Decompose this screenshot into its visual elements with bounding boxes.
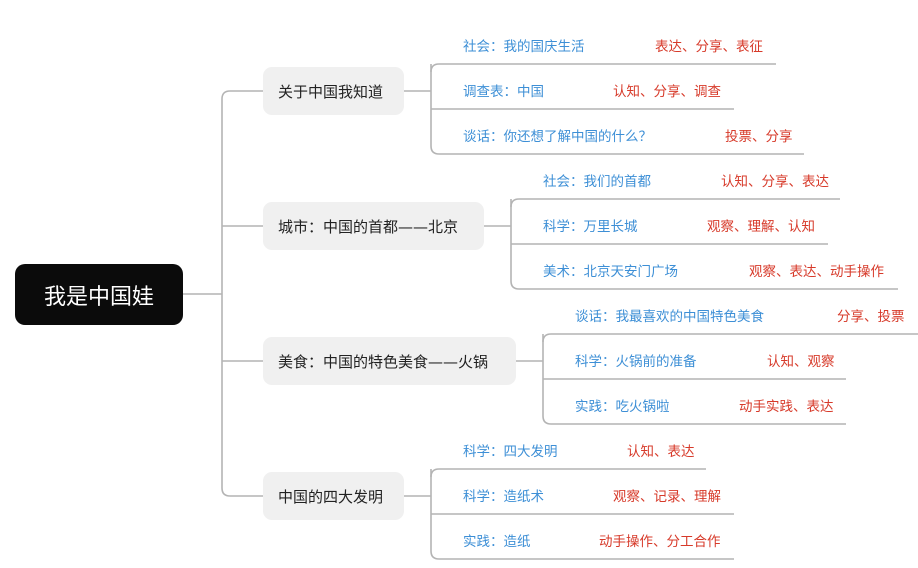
leaf-skills: 认知、分享、表达 [721,174,829,190]
leaf-topic: 美术：北京天安门广场 [543,264,678,280]
root-node: 我是中国娃 [15,264,183,325]
leaf-skills: 认知、表达 [627,444,695,460]
leaf-skills: 认知、分享、调查 [613,84,721,100]
leaf-underline [510,280,898,290]
leaf-topic: 谈话：你还想了解中国的什么？ [463,129,652,145]
leaf-skills: 观察、理解、认知 [707,219,815,235]
branch-node-china-knowledge: 关于中国我知道 [263,67,404,115]
leaf-underline [430,468,706,478]
leaf-topic: 谈话：我最喜欢的中国特色美食 [575,309,764,325]
leaf-topic: 社会：我的国庆生活 [463,39,585,55]
leaf-skills: 动手实践、表达 [739,399,834,415]
leaf-topic: 科学：造纸术 [463,489,544,505]
leaf-topic: 科学：万里长城 [543,219,638,235]
leaf-skills: 投票、分享 [725,129,793,145]
branch-label: 美食：中国的特色美食——火锅 [278,352,489,371]
leaf-underline [430,63,776,73]
leaf-topic: 科学：火锅前的准备 [575,354,697,370]
branch-label: 关于中国我知道 [278,82,384,101]
branch-connector [221,90,263,100]
leaf-topic: 实践：吃火锅啦 [575,399,670,415]
leaf-topic: 调查表：中国 [463,84,544,100]
leaf-skills: 表达、分享、表征 [655,39,763,55]
leaf-underline [430,550,734,560]
branch-node-hotpot: 美食：中国的特色美食——火锅 [263,337,516,385]
branch-node-four-inventions: 中国的四大发明 [263,472,404,520]
branch-label: 中国的四大发明 [278,487,384,506]
leaf-skills: 观察、记录、理解 [613,489,721,505]
leaf-topic: 科学：四大发明 [463,444,558,460]
leaf-skills: 分享、投票 [837,309,905,325]
leaf-underline [430,145,804,155]
branch-label: 城市：中国的首都——北京 [278,217,459,236]
branch-connector [221,487,263,497]
leaf-underline [542,415,846,425]
branch-node-beijing: 城市：中国的首都——北京 [263,202,484,250]
leaf-topic: 实践：造纸 [463,534,531,550]
leaf-skills: 认知、观察 [767,354,835,370]
leaf-underline [510,198,840,208]
root-label: 我是中国娃 [43,284,154,310]
leaf-underline [542,333,918,343]
leaf-topic: 社会：我们的首都 [543,174,651,190]
leaf-skills: 观察、表达、动手操作 [749,264,884,280]
leaf-skills: 动手操作、分工合作 [599,534,721,550]
